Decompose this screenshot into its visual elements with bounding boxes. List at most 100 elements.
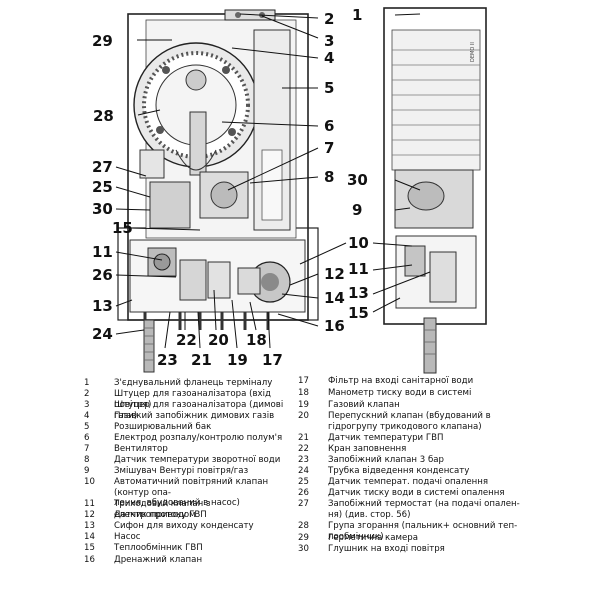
label-19: 19 bbox=[227, 351, 248, 369]
legend-number: 10 bbox=[84, 477, 95, 487]
label-24: 24 bbox=[92, 325, 113, 343]
legend-number: 19 bbox=[298, 400, 309, 410]
label-3: 3 bbox=[324, 32, 334, 50]
label-21: 21 bbox=[191, 351, 212, 369]
label-7: 7 bbox=[324, 139, 334, 157]
legend-number: 20 bbox=[298, 411, 309, 421]
legend-number: 27 bbox=[298, 499, 309, 509]
legend-text: Штуцер для газоаналізатора (димові гази) bbox=[114, 400, 284, 421]
legend-text: Штуцер для газоаналізатора (вхід повітря… bbox=[114, 389, 271, 410]
legend-number: 29 bbox=[298, 533, 309, 543]
leader-lines bbox=[115, 13, 431, 349]
legend-number: 13 bbox=[84, 521, 95, 531]
legend-number: 25 bbox=[298, 477, 309, 487]
legend-number: 17 bbox=[298, 376, 309, 386]
legend-number: 16 bbox=[84, 555, 95, 565]
legend-text: Розширювальний бак bbox=[114, 422, 212, 432]
side-label-30: 30 bbox=[347, 171, 368, 189]
label-29: 29 bbox=[92, 32, 113, 50]
legend-number: 24 bbox=[298, 466, 309, 476]
legend-number: 8 bbox=[84, 455, 90, 465]
label-2: 2 bbox=[324, 10, 334, 28]
legend-number: 22 bbox=[298, 444, 309, 454]
legend-number: 30 bbox=[298, 544, 309, 554]
label-4: 4 bbox=[324, 49, 334, 67]
legend-number: 26 bbox=[298, 488, 309, 498]
legend-text: Фільтр на вході санітарної води bbox=[328, 376, 474, 386]
label-26: 26 bbox=[92, 266, 113, 284]
legend-text: Насос bbox=[114, 532, 141, 542]
legend-text: З'єднувальний фланець терміналу bbox=[114, 378, 273, 388]
legend-text: Глушник на вході повітря bbox=[328, 544, 445, 554]
legend-number: 18 bbox=[298, 388, 309, 398]
legend-text: Група згорання (пальник+ основний теп- л… bbox=[328, 521, 518, 542]
label-25: 25 bbox=[92, 178, 113, 196]
front-view bbox=[117, 9, 319, 373]
boiler-diagram: DEMO II bbox=[92, 6, 487, 374]
label-13: 13 bbox=[92, 297, 113, 315]
legend-text: Запобіжний клапан 3 бар bbox=[328, 455, 445, 465]
label-5: 5 bbox=[324, 79, 334, 97]
legend-text: Автоматичний повітряний клапан (контур о… bbox=[114, 477, 269, 508]
label-17: 17 bbox=[262, 351, 283, 369]
legend-number: 1 bbox=[84, 378, 90, 388]
label-27: 27 bbox=[92, 158, 113, 176]
side-label-13: 13 bbox=[348, 284, 369, 302]
label-12: 12 bbox=[324, 265, 345, 283]
legend-text: Газовий клапан bbox=[328, 400, 400, 410]
legend-text: Манометр тиску води в системі bbox=[328, 388, 472, 398]
legend-number: 6 bbox=[84, 433, 90, 443]
label-10: 10 bbox=[348, 234, 369, 252]
legend-number: 21 bbox=[298, 433, 309, 443]
label-11: 11 bbox=[92, 243, 113, 261]
label-8: 8 bbox=[324, 168, 334, 186]
front-labels: 2 3 4 5 6 7 8 10 12 14 16 23 22 21 20 19… bbox=[92, 10, 369, 369]
label-20: 20 bbox=[208, 331, 229, 349]
legend-text: Дренажний клапан bbox=[114, 555, 203, 565]
legend-text: Датчик тиску води в системі опалення bbox=[328, 488, 505, 498]
label-14: 14 bbox=[324, 289, 345, 307]
label-16: 16 bbox=[324, 317, 345, 335]
legend-text: Запобіжний термостат (на подачі опален- … bbox=[328, 499, 520, 520]
side-labels: 1 30 9 10 11 12 13 15 bbox=[347, 6, 369, 322]
side-label-9: 9 bbox=[352, 201, 362, 219]
side-label-11: 11 bbox=[348, 260, 369, 278]
legend-text: Сифон для виходу конденсату bbox=[114, 521, 254, 531]
legend-text: Плавкий запобіжник димових газів bbox=[114, 411, 275, 421]
label-22: 22 bbox=[176, 331, 197, 349]
legend-number: 4 bbox=[84, 411, 90, 421]
legend-text: Трубка відведення конденсату bbox=[328, 466, 470, 476]
legend-text: Датчик температ. подачі опалення bbox=[328, 477, 489, 487]
legend-number: 28 bbox=[298, 521, 309, 531]
legend-number: 12 bbox=[84, 510, 95, 520]
legend-number: 15 bbox=[84, 543, 95, 553]
legend-number: 23 bbox=[298, 455, 309, 465]
legend-text: Кран заповнення bbox=[328, 444, 407, 454]
legend-text: Змішувач Вентурі повітря/газ bbox=[114, 466, 249, 476]
label-23: 23 bbox=[157, 351, 178, 369]
label-30: 30 bbox=[92, 200, 113, 218]
legend-number: 2 bbox=[84, 389, 90, 399]
side-label-15: 15 bbox=[348, 304, 369, 322]
legend-text: Датчик протоку ГВП bbox=[114, 510, 207, 520]
legend-text: Герметична камера bbox=[328, 533, 418, 543]
device-text: DEMO II bbox=[470, 42, 476, 62]
label-18: 18 bbox=[246, 331, 267, 349]
legend-text: Перепускний клапан (вбудований в гідрогр… bbox=[328, 411, 491, 432]
legend-text: Вентилятор bbox=[114, 444, 168, 454]
legend-text: Датчик температури зворотної води bbox=[114, 455, 281, 465]
legend-number: 11 bbox=[84, 499, 95, 509]
legend-text: Теплообмінник ГВП bbox=[114, 543, 203, 553]
legend-number: 5 bbox=[84, 422, 90, 432]
label-6: 6 bbox=[324, 117, 334, 135]
label-15: 15 bbox=[112, 219, 133, 237]
legend-number: 9 bbox=[84, 466, 90, 476]
legend-text: Датчик температури ГВП bbox=[328, 433, 444, 443]
legend-number: 7 bbox=[84, 444, 90, 454]
legend-number: 3 bbox=[84, 400, 90, 410]
side-view: DEMO II bbox=[383, 7, 487, 374]
side-label-1: 1 bbox=[352, 6, 362, 24]
combustion-group bbox=[133, 42, 259, 168]
legend-text: Електрод розпалу/контролю полум'я bbox=[114, 433, 283, 443]
